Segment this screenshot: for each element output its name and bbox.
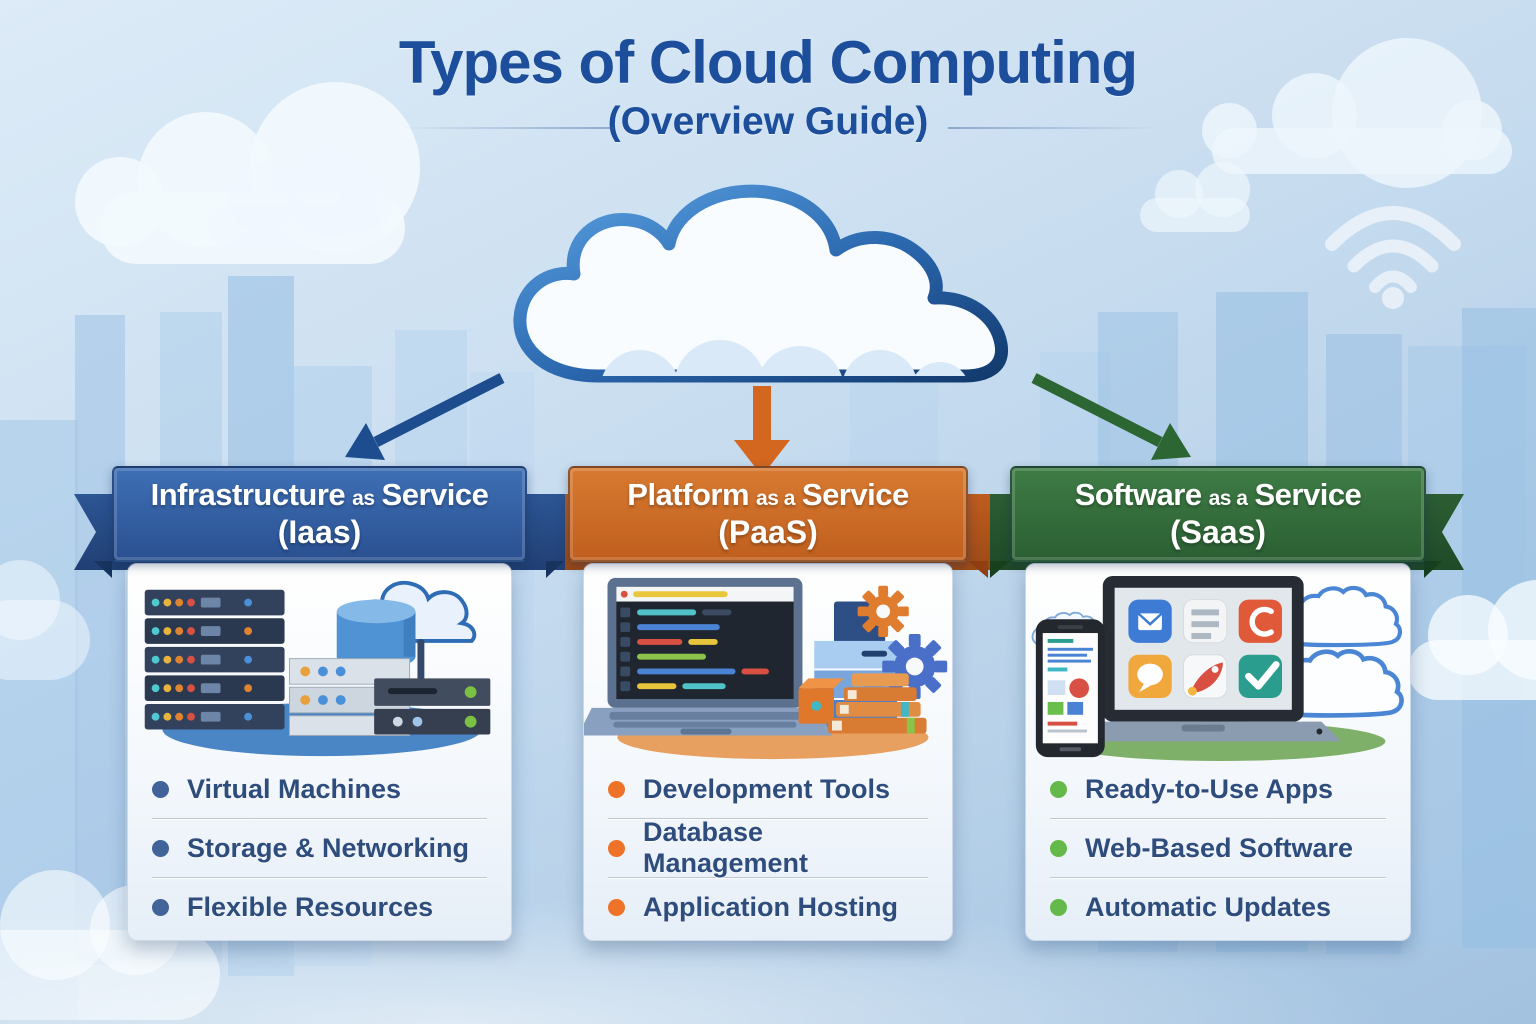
server-rack-illustration bbox=[144, 580, 491, 757]
background-cloud bbox=[1408, 580, 1536, 700]
gear-icon bbox=[857, 585, 909, 637]
paas-header-abbr: (PaaS) bbox=[718, 514, 818, 550]
saas-feature-list: Ready-to-Use Apps Web-Based Software Aut… bbox=[1026, 760, 1410, 936]
server-rack-left bbox=[144, 589, 285, 730]
list-item: Ready-to-Use Apps bbox=[1050, 760, 1386, 819]
mail-app-icon bbox=[1128, 599, 1172, 643]
list-item: Virtual Machines bbox=[152, 760, 487, 819]
list-item: Storage & Networking bbox=[152, 819, 487, 878]
laptop bbox=[1065, 575, 1342, 742]
bullet-dot bbox=[1050, 839, 1067, 857]
subtitle-divider-right bbox=[948, 127, 1160, 129]
saas-header-abbr: (Saas) bbox=[1169, 514, 1267, 550]
list-item: Automatic Updates bbox=[1050, 878, 1386, 936]
list-item-label: Database Management bbox=[643, 817, 809, 878]
bullet-dot bbox=[608, 839, 625, 857]
laptop bbox=[584, 577, 832, 736]
list-item: Web-Based Software bbox=[1050, 819, 1386, 878]
arrow-to-saas bbox=[1031, 373, 1191, 460]
list-item: Development Tools bbox=[608, 760, 928, 819]
list-item-label: Automatic Updates bbox=[1085, 891, 1332, 922]
bullet-dot bbox=[152, 839, 169, 857]
code-lines bbox=[620, 607, 769, 692]
saas-card: Ready-to-Use Apps Web-Based Software Aut… bbox=[1025, 563, 1411, 941]
page-subtitle: (Overview Guide) bbox=[607, 100, 929, 143]
laptop-code-illustration bbox=[584, 577, 948, 760]
arrow-to-paas bbox=[734, 386, 790, 476]
bullet-dot bbox=[608, 780, 625, 798]
list-item-label: Storage & Networking bbox=[187, 832, 470, 863]
arrow-to-iaas bbox=[345, 373, 505, 460]
check-app-icon bbox=[1238, 654, 1282, 699]
bullet-dot bbox=[152, 898, 169, 916]
bullet-dot bbox=[1050, 898, 1067, 916]
background-cloud bbox=[1202, 38, 1512, 188]
package-cube bbox=[798, 678, 844, 724]
notes-app-icon bbox=[1183, 599, 1228, 644]
smartphone bbox=[1035, 619, 1105, 758]
list-item-label: Ready-to-Use Apps bbox=[1085, 773, 1334, 804]
list-item-label: Application Hosting bbox=[643, 891, 898, 922]
rocket-app-icon bbox=[1183, 654, 1228, 699]
iaas-card: Virtual Machines Storage & Networking Fl… bbox=[127, 563, 512, 941]
subtitle-divider-left bbox=[402, 127, 614, 129]
iaas-feature-list: Virtual Machines Storage & Networking Fl… bbox=[128, 760, 511, 936]
list-item: Database Management bbox=[608, 817, 928, 878]
page-title: Types of Cloud Computing bbox=[398, 29, 1138, 96]
list-item-label: Web-Based Software bbox=[1085, 832, 1354, 863]
list-item-label: Development Tools bbox=[643, 773, 891, 804]
bullet-dot bbox=[1050, 780, 1067, 798]
background-cloud bbox=[0, 870, 220, 1020]
bullet-dot bbox=[152, 780, 169, 798]
books-stack bbox=[828, 673, 927, 734]
list-item: Flexible Resources bbox=[152, 878, 487, 936]
cloud-icon bbox=[470, 158, 1070, 408]
background-cloud bbox=[0, 560, 90, 680]
paas-feature-list: Development Tools Database Management Ap… bbox=[584, 760, 952, 936]
chat-app-icon bbox=[1128, 654, 1172, 699]
bullet-dot bbox=[608, 898, 625, 916]
wifi-icon bbox=[1325, 206, 1461, 309]
background-cloud bbox=[208, 147, 393, 247]
iaas-header-abbr: (Iaas) bbox=[277, 514, 362, 550]
server-unit-right bbox=[374, 678, 491, 735]
apps-devices-illustration bbox=[1031, 575, 1410, 762]
list-item-label: Flexible Resources bbox=[187, 891, 434, 922]
list-item: Application Hosting bbox=[608, 878, 928, 936]
paas-card: Development Tools Database Management Ap… bbox=[583, 563, 953, 941]
background-cloud bbox=[1140, 162, 1250, 232]
list-item-label: Virtual Machines bbox=[187, 773, 402, 804]
sync-app-icon bbox=[1238, 599, 1282, 643]
